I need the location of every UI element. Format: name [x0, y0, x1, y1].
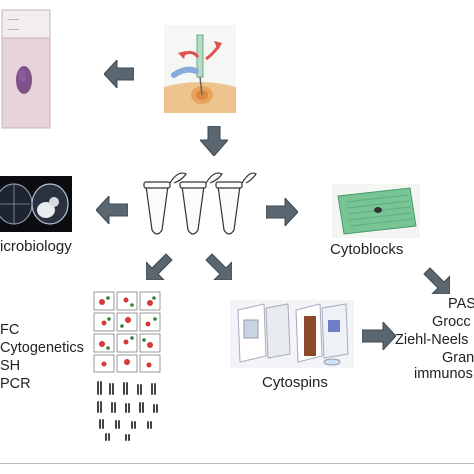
cytoblocks-label: Cytoblocks: [330, 241, 404, 258]
tubes-image: [138, 166, 258, 242]
arrow-to-stains: [420, 264, 450, 294]
stain-immunos: immunos: [414, 366, 473, 382]
stain-pas: PAS: [448, 296, 474, 312]
arrow-to-tubes: [200, 126, 228, 156]
arrow-to-slide: [104, 60, 134, 88]
arrow-cytospins-to-stains: [362, 322, 396, 350]
svg-text:~~~: ~~~: [7, 17, 19, 24]
stain-ziehl-neelsen: Ziehl-Neels: [395, 332, 469, 348]
flow-cytometry-image: [92, 290, 162, 374]
svg-text:~~~: ~~~: [7, 27, 19, 34]
arrow-to-cytospins: [202, 250, 232, 280]
cytospins-label: Cytospins: [262, 374, 328, 391]
cytospin-image: [230, 300, 354, 368]
karyotype-image: [92, 378, 164, 442]
petri-dishes-image: [0, 176, 72, 232]
analysis-fc: FC: [0, 322, 20, 338]
analysis-cytogenetics: Cytogenetics: [0, 340, 84, 356]
arrow-to-flow-cytometry: [146, 250, 176, 280]
bottom-divider: [0, 463, 474, 464]
slide-image: ~~~ ~~~: [0, 8, 52, 130]
analysis-fish: SH: [0, 358, 21, 374]
arrow-to-cytoblocks: [266, 198, 298, 226]
stain-grocott: Grocc: [432, 314, 471, 330]
microbiology-label: icrobiology: [0, 238, 72, 255]
arrow-to-microbiology: [96, 196, 128, 224]
stain-gram: Gran: [442, 350, 474, 366]
fna-procedure-image: [164, 25, 236, 113]
cassette-image: [332, 184, 420, 238]
analysis-pcr: PCR: [0, 376, 31, 392]
